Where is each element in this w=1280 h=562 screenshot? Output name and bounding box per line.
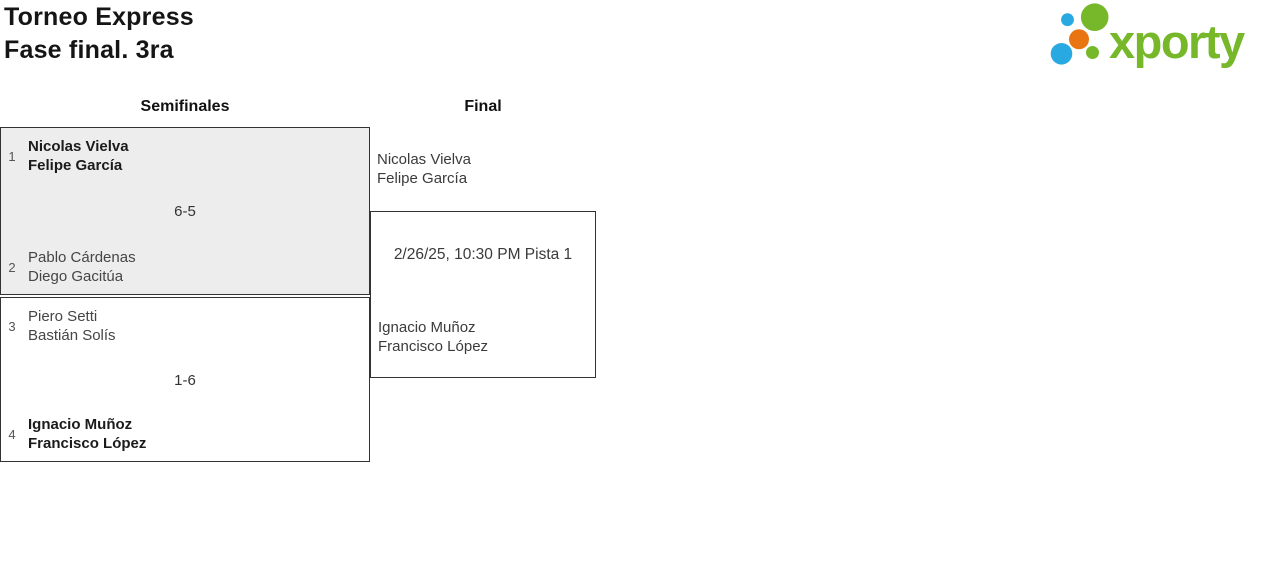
logo-dot-orange: [1069, 29, 1089, 50]
match-score: 1-6: [174, 371, 196, 389]
player-name: Piero Setti: [28, 308, 98, 325]
tournament-title: Torneo Express: [4, 3, 194, 31]
seed-label: 1: [8, 148, 16, 164]
player-name: Felipe García: [28, 157, 123, 174]
player-name: Felipe García: [377, 170, 468, 187]
seed-label: 2: [8, 259, 16, 275]
seed-label: 4: [8, 426, 16, 442]
xporty-logo[interactable]: xporty: [1047, 0, 1277, 70]
team-players: Pablo Cárdenas Diego Gacitúa: [23, 248, 136, 286]
player-name: Ignacio Muñoz: [28, 416, 133, 433]
logo-dot-blue-large: [1050, 43, 1073, 65]
logo-dot-green-large: [1080, 3, 1109, 31]
match-final[interactable]: 2/26/25, 10:30 PM Pista 1 Ignacio Muñoz …: [370, 211, 596, 378]
team-row-bottom: 2 Pablo Cárdenas Diego Gacitúa: [1, 248, 369, 286]
logo-dot-blue-small: [1061, 13, 1074, 27]
match-schedule: 2/26/25, 10:30 PM Pista 1: [393, 246, 573, 263]
player-name: Bastián Solís: [28, 327, 116, 344]
logo-dot-green-small: [1086, 46, 1099, 59]
logo-wordmark: xporty: [1109, 15, 1245, 68]
header-titles: Torneo Express Fase final. 3ra: [4, 1, 194, 67]
final-team-top: Nicolas Vielva Felipe García: [377, 150, 471, 188]
seed-label: 3: [8, 318, 16, 334]
player-name: Francisco López: [378, 338, 489, 355]
match-score: 6-5: [174, 203, 196, 220]
phase-subtitle: Fase final. 3ra: [4, 36, 174, 64]
match-semifinal-2[interactable]: 3 Piero Setti Bastián Solís 1-6 4 Ignaci…: [0, 297, 370, 462]
player-name: Diego Gacitúa: [28, 268, 124, 285]
player-name: Nicolas Vielva: [28, 138, 129, 155]
team-players: Piero Setti Bastián Solís: [23, 307, 116, 345]
player-name: Francisco López: [28, 435, 147, 452]
player-name: Ignacio Muñoz: [378, 319, 476, 336]
team-row-top: 1 Nicolas Vielva Felipe García: [1, 137, 369, 175]
player-name: Nicolas Vielva: [377, 151, 471, 168]
team-row-top: 3 Piero Setti Bastián Solís: [1, 307, 369, 345]
final-team-bottom: Ignacio Muñoz Francisco López: [378, 318, 488, 356]
player-name: Pablo Cárdenas: [28, 249, 136, 266]
round-header-final: Final: [464, 98, 502, 115]
team-row-bottom: 4 Ignacio Muñoz Francisco López: [1, 415, 369, 453]
round-header-semifinales: Semifinales: [140, 98, 230, 115]
xporty-logo-icon: xporty: [1050, 3, 1247, 68]
team-players: Nicolas Vielva Felipe García: [23, 137, 129, 175]
match-semifinal-1[interactable]: 1 Nicolas Vielva Felipe García 6-5 2 Pab…: [0, 127, 370, 295]
logo-dots-icon: [1050, 3, 1109, 65]
team-players: Ignacio Muñoz Francisco López: [23, 415, 146, 453]
